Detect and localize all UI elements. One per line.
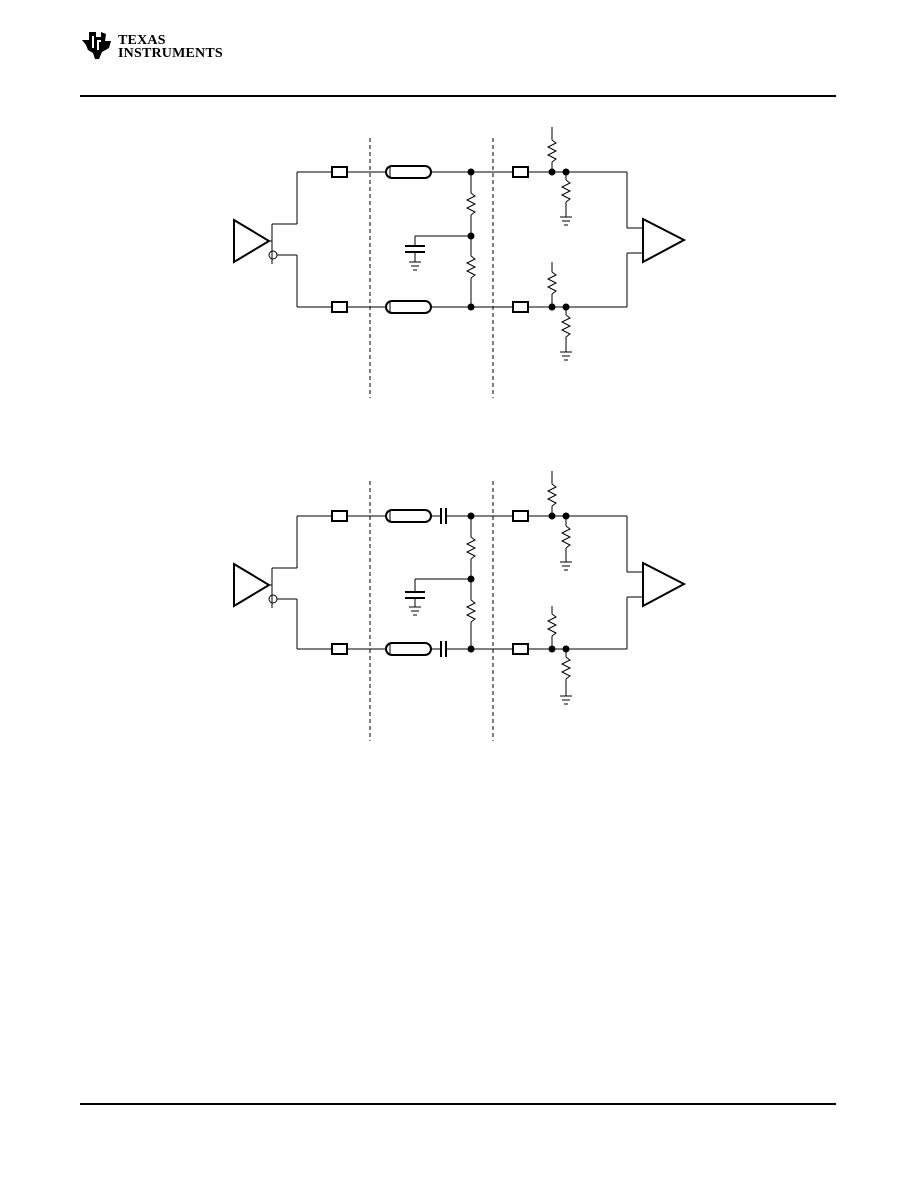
schematic-dc-coupled	[233, 127, 687, 398]
logo-wordmark: Texas Instruments	[118, 33, 223, 61]
bias-resistor-pulldown-bottom	[560, 656, 572, 680]
company-logo: Texas Instruments	[80, 28, 230, 62]
bias-resistor-pulldown-top	[560, 525, 572, 549]
bias-resistor-pullup-top	[546, 139, 558, 163]
connector-top-right	[512, 510, 529, 522]
bias-resistor-pulldown-bottom	[560, 314, 572, 338]
driver-invert-bubble	[268, 594, 278, 604]
termination-resistor-top	[465, 536, 477, 560]
bias-resistor-pullup-bottom	[546, 271, 558, 295]
receiver-buffer	[642, 217, 687, 264]
connector-top-left	[331, 510, 348, 522]
bias-resistor-pullup-top	[546, 483, 558, 507]
driver-buffer	[233, 562, 271, 608]
cable-top	[385, 509, 432, 523]
schematic-ac-coupled	[233, 471, 687, 741]
logo-line-2: Instruments	[118, 46, 223, 61]
connector-bottom-right	[512, 643, 529, 655]
logo-line-1: Texas	[118, 33, 166, 48]
driver-buffer	[233, 218, 271, 264]
termination-resistor-bottom	[465, 599, 477, 623]
ti-state-logo-icon	[82, 32, 111, 59]
footer-rule	[80, 1103, 836, 1105]
bias-resistor-pulldown-top	[560, 179, 572, 203]
bias-resistor-pullup-bottom	[546, 613, 558, 637]
receiver-buffer	[642, 561, 687, 608]
header-rule	[80, 95, 836, 97]
termination-resistor-top	[465, 192, 477, 216]
connector-bottom-left	[331, 643, 348, 655]
cable-bottom	[385, 642, 432, 656]
termination-resistor-bottom	[465, 255, 477, 279]
